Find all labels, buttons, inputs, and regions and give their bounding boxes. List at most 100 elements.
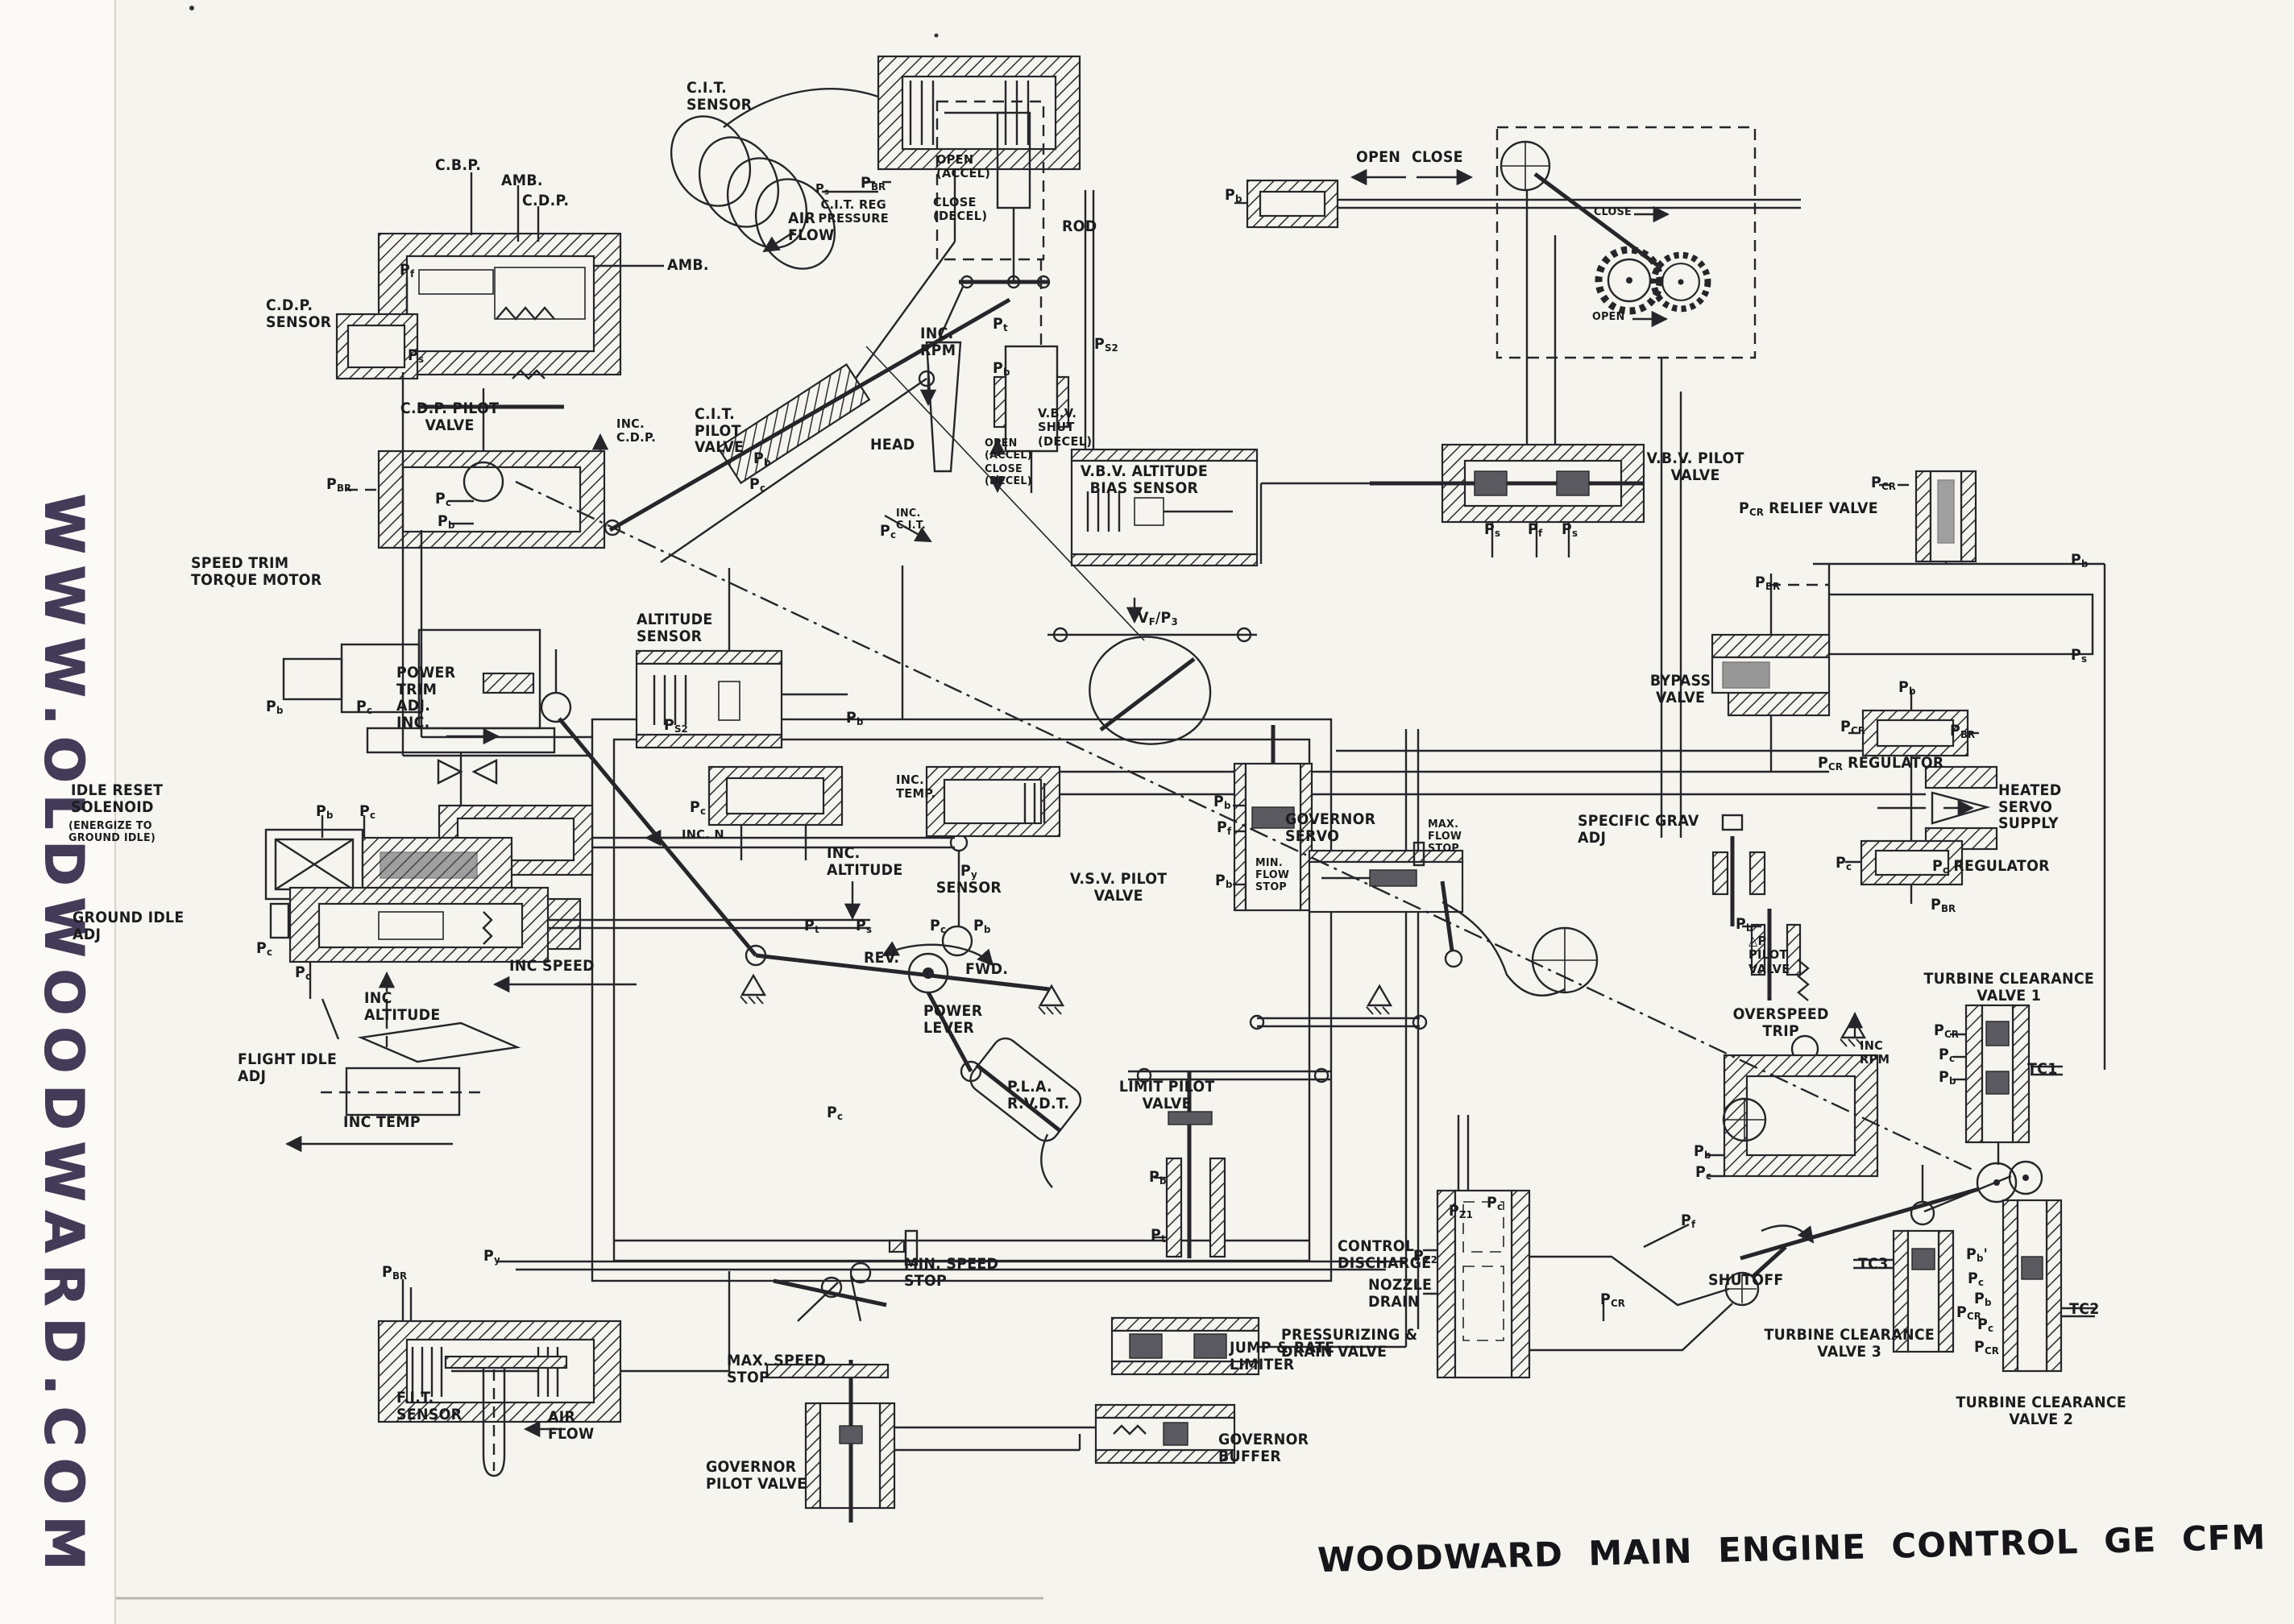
label-p-t: Pt bbox=[804, 918, 819, 936]
label-p-s: Ps bbox=[408, 347, 425, 366]
label-inc-altitude: INC.ALTITUDE bbox=[827, 845, 903, 879]
label-inc-speed: INC SPEED bbox=[509, 958, 595, 975]
vbv-pilot-valve bbox=[1261, 443, 1645, 557]
label-p-b: Pb bbox=[846, 710, 864, 728]
label-open-accel: OPEN(ACCEL) bbox=[936, 152, 991, 181]
label-inc-c-d-p: INC.C.D.P. bbox=[616, 416, 657, 445]
label-p-b: Pb bbox=[438, 513, 455, 532]
feedback-link-line bbox=[515, 480, 1973, 1171]
label-p-br: PBR bbox=[326, 476, 352, 495]
label-p-s: Ps bbox=[815, 181, 829, 197]
vbv-head-rod bbox=[1234, 168, 1801, 229]
ground-idle-adj bbox=[269, 886, 870, 999]
label-v-b-v-shut-decel: V.B.V.SHUT(DECEL) bbox=[1038, 406, 1093, 449]
delta-p-pilot-valve bbox=[1742, 909, 1802, 1000]
label-close-decel: CLOSE(DECEL) bbox=[933, 195, 988, 224]
specific-grav-adj bbox=[1711, 814, 1766, 926]
label-open-accel: OPEN(ACCEL) bbox=[985, 437, 1032, 462]
label-amb: AMB. bbox=[501, 172, 543, 189]
label-p-f: Pf bbox=[1528, 521, 1543, 540]
label-p-s2: PS2 bbox=[664, 717, 688, 735]
label-p-z2: PZ2 bbox=[1413, 1248, 1437, 1266]
label-p-cr: PCR bbox=[1974, 1339, 1999, 1357]
label-rod: ROD bbox=[1062, 218, 1097, 235]
label-open: OPEN bbox=[1592, 310, 1625, 323]
label-p-b: Pb bbox=[1213, 793, 1231, 812]
label-p-b: Pb bbox=[1939, 1069, 1956, 1088]
label-p-c: Pc bbox=[1977, 1316, 1994, 1335]
cit-sensor-coil bbox=[670, 55, 1081, 404]
governor-servo bbox=[1249, 841, 1599, 1030]
label-p-b: Pb bbox=[2071, 552, 2089, 570]
label-inc-n: INC. N bbox=[682, 827, 724, 842]
overspeed-trip bbox=[1707, 959, 1879, 1178]
cit-pilot-valve bbox=[591, 297, 1011, 563]
label-p-c: Pc bbox=[930, 918, 947, 936]
label-p-b: Pb bbox=[993, 360, 1010, 379]
label-p-f: Pf bbox=[1681, 1212, 1696, 1231]
label-p-s: Ps bbox=[1562, 521, 1578, 540]
label-tc1: TC1 bbox=[2027, 1061, 2058, 1078]
label-p-s: Ps bbox=[856, 918, 873, 936]
label-c-d-p: C.D.P. bbox=[522, 193, 570, 209]
label-p-l-a-r-v-d-t: P.L.A.R.V.D.T. bbox=[1007, 1079, 1070, 1112]
label-p-b: Pb bbox=[973, 918, 991, 936]
label-close: CLOSE bbox=[1594, 205, 1632, 218]
label-v-f-p-3: VF/P3 bbox=[1138, 610, 1178, 628]
label-p-b: Pb bbox=[1974, 1290, 1992, 1309]
label-p-c: Pc bbox=[749, 476, 766, 495]
label-p-cr: PCR bbox=[1934, 1022, 1959, 1041]
label-p-b: Pb bbox=[316, 803, 334, 822]
label-p-br: PBR bbox=[1950, 723, 1976, 741]
label-p-t: Pt bbox=[1151, 1227, 1166, 1245]
label-p-cr-relief-valve: PCR RELIEF VALVE bbox=[1739, 500, 1878, 519]
label-tc3: TC3 bbox=[1858, 1256, 1889, 1273]
label-p-cr: PCR bbox=[1956, 1304, 1981, 1323]
label-close: CLOSE bbox=[1412, 149, 1463, 166]
label-p-t: Pt bbox=[993, 316, 1008, 334]
label-p-b: Pb bbox=[1898, 679, 1916, 698]
label-p-c: Pc bbox=[1968, 1270, 1985, 1289]
governor-buffer bbox=[894, 1403, 1236, 1464]
label-shutoff: SHUTOFF bbox=[1708, 1272, 1784, 1289]
label-p-c: Pc bbox=[359, 803, 376, 822]
fuel-metering-valve bbox=[1047, 598, 1257, 745]
paper-edge-strip bbox=[0, 0, 116, 1624]
bypass-valve bbox=[1711, 574, 1831, 772]
linkage-rod bbox=[865, 346, 1145, 641]
label-open: OPEN bbox=[1356, 149, 1401, 166]
label-inc-rpm: INC.RPM bbox=[920, 325, 956, 359]
label-p-cr: PCR bbox=[1600, 1291, 1625, 1310]
label-p-f: Pf bbox=[400, 262, 415, 280]
label-p-br: PBR bbox=[1755, 574, 1781, 593]
label-tc2: TC2 bbox=[2069, 1301, 2100, 1318]
label-amb: AMB. bbox=[667, 257, 709, 274]
label-p-c: Pc bbox=[880, 523, 897, 541]
label-fwd: FWD. bbox=[965, 961, 1009, 978]
label-close-decel: CLOSE(DECEL) bbox=[985, 462, 1032, 488]
label-p-b: Pb bbox=[1736, 916, 1753, 934]
label-rev: REV. bbox=[864, 950, 900, 967]
vbv-altitude-bias-sensor bbox=[1070, 448, 1263, 567]
